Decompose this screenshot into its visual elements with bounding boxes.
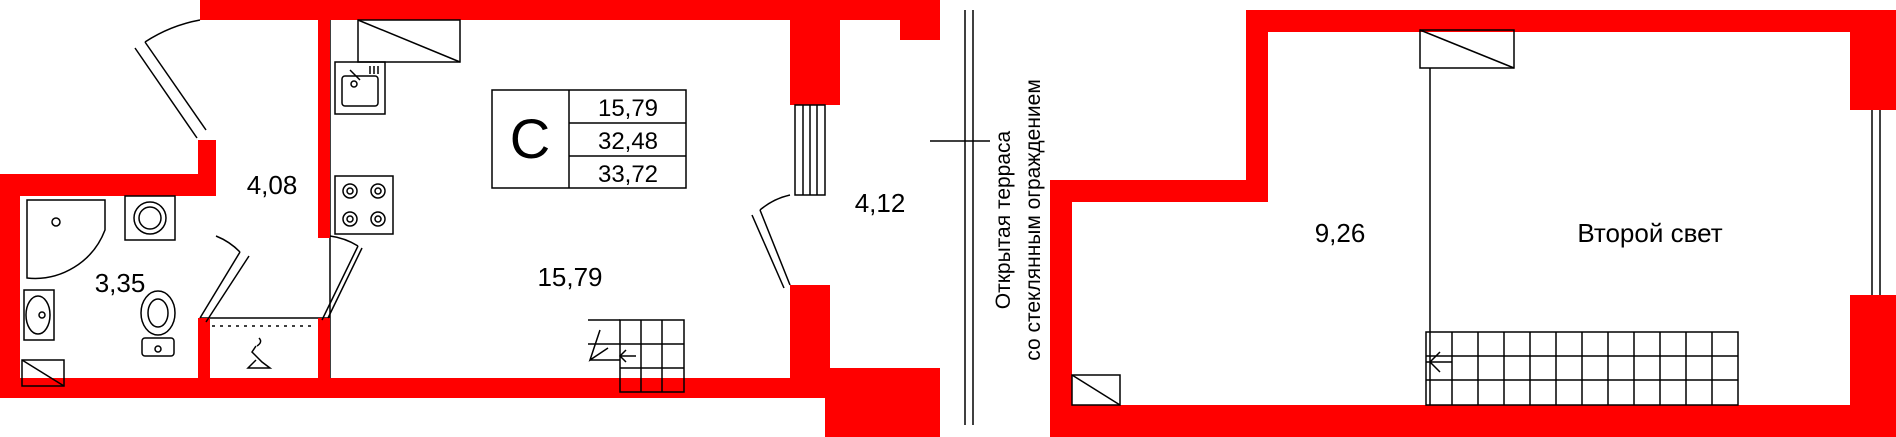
stove-icon bbox=[334, 175, 394, 235]
hanger-icon bbox=[246, 337, 273, 369]
terrace-label-line2: со стеклянным ограждением bbox=[1022, 79, 1045, 361]
sink-icon bbox=[334, 61, 386, 115]
bathroom-sink-icon bbox=[23, 289, 55, 341]
mezzanine-walls bbox=[1050, 10, 1896, 437]
mezzanine-staircase-icon bbox=[1425, 331, 1739, 406]
unit-type-letter: С bbox=[510, 107, 550, 170]
shower-icon bbox=[26, 199, 106, 280]
entrance-door bbox=[134, 19, 207, 139]
room-area-hall: 4,08 bbox=[247, 170, 298, 200]
terrace-label: Открытая терраса со стеклянным ограждени… bbox=[992, 79, 1045, 361]
unit-value-1: 15,79 bbox=[598, 95, 658, 122]
lower-level-plan bbox=[0, 0, 990, 437]
shaft-box bbox=[21, 359, 65, 387]
mezzanine-box bbox=[1419, 29, 1515, 69]
toilet-icon bbox=[140, 290, 176, 357]
fridge-icon bbox=[357, 19, 461, 63]
second-light-label: Второй свет bbox=[1577, 218, 1722, 248]
room-area-mezzanine: 9,26 bbox=[1315, 218, 1366, 248]
unit-value-2: 32,48 bbox=[598, 128, 658, 155]
terrace-label-line1: Открытая терраса bbox=[992, 130, 1015, 309]
room-area-bathroom: 3,35 bbox=[95, 268, 146, 298]
room-area-main: 15,79 bbox=[537, 262, 602, 292]
unit-type-legend: С 15,79 32,48 33,72 bbox=[491, 89, 687, 189]
unit-value-3: 33,72 bbox=[598, 161, 658, 188]
washing-machine-icon bbox=[124, 195, 176, 241]
walls bbox=[0, 0, 940, 437]
balcony-window bbox=[794, 104, 826, 196]
room-area-balcony: 4,12 bbox=[855, 188, 906, 218]
mezzanine-shaft-box bbox=[1071, 374, 1121, 406]
mezzanine-thin-lines bbox=[1429, 68, 1881, 406]
staircase-icon bbox=[588, 319, 685, 393]
mezzanine-plan bbox=[1050, 10, 1896, 437]
kitchen-door bbox=[321, 235, 363, 321]
bathroom-door bbox=[199, 235, 250, 323]
balcony-door bbox=[751, 194, 791, 289]
